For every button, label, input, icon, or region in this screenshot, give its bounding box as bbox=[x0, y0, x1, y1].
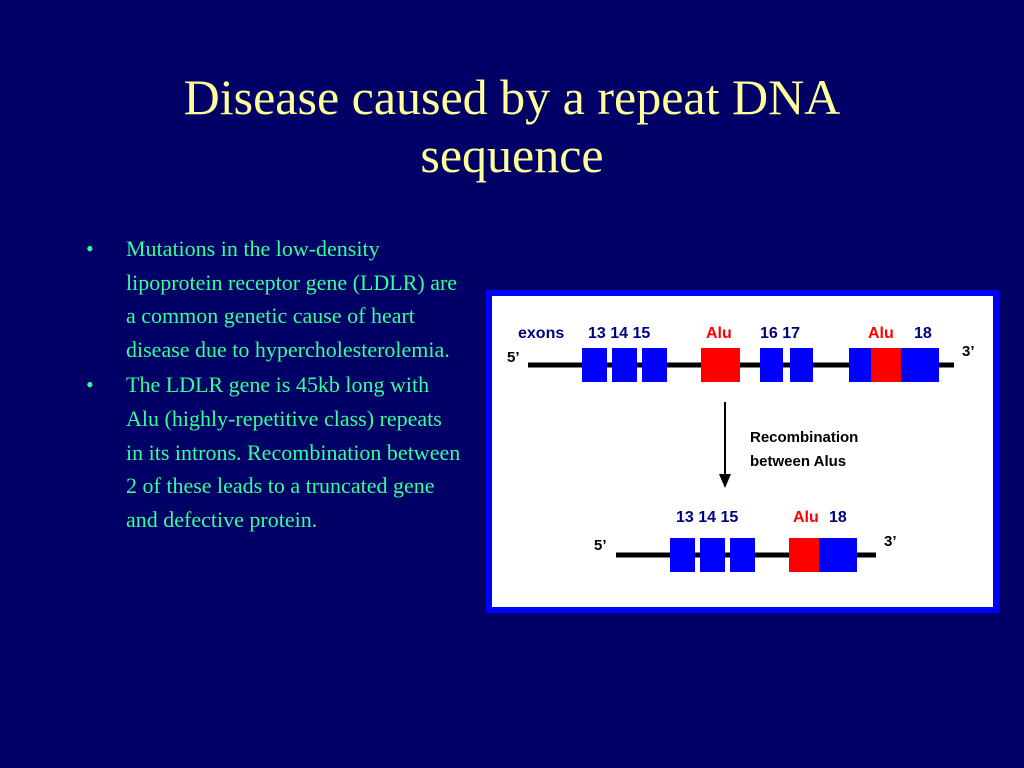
exon-13-box bbox=[582, 348, 607, 382]
exon-13-box-bottom bbox=[670, 538, 695, 572]
slide-title-line-1: Disease caused by a repeat DNA bbox=[183, 69, 841, 125]
exon-18-box bbox=[901, 348, 939, 382]
exon-numbers-13-15-bottom: 13 14 15 bbox=[676, 509, 738, 526]
bullet-marker: • bbox=[86, 372, 94, 398]
figure-canvas: exons 13 14 15 Alu 16 17 Alu 18 5’ 3’ Re… bbox=[492, 296, 993, 607]
alu-box-1 bbox=[701, 348, 740, 382]
ldlr-recombination-diagram: exons 13 14 15 Alu 16 17 Alu 18 5’ 3’ Re… bbox=[507, 325, 975, 572]
exon-number-18-bottom: 18 bbox=[829, 509, 847, 526]
alu-label-1: Alu bbox=[706, 325, 732, 342]
recombination-figure: exons 13 14 15 Alu 16 17 Alu 18 5’ 3’ Re… bbox=[486, 290, 999, 613]
exon-numbers-13-15: 13 14 15 bbox=[588, 325, 650, 342]
slide-title-line-2: sequence bbox=[420, 127, 604, 183]
bullet-list: • Mutations in the low-density lipoprote… bbox=[86, 232, 462, 538]
exon-15-box bbox=[642, 348, 667, 382]
alu-label-2: Alu bbox=[868, 325, 894, 342]
bullet-item-ldlr-gene: • The LDLR gene is 45kb long with Alu (h… bbox=[86, 368, 462, 536]
five-prime-label-top: 5’ bbox=[507, 349, 520, 366]
hybrid-alu-box bbox=[789, 538, 819, 572]
exon-18-box-bottom bbox=[819, 538, 857, 572]
alu-box-2 bbox=[871, 348, 901, 382]
three-prime-label-bottom: 3’ bbox=[884, 533, 897, 550]
down-arrow-icon bbox=[719, 474, 731, 488]
exon-block-left bbox=[849, 348, 871, 382]
exon-17-box bbox=[790, 348, 813, 382]
exons-label: exons bbox=[518, 325, 564, 342]
exon-numbers-16-17: 16 17 bbox=[760, 325, 800, 342]
three-prime-label-top: 3’ bbox=[962, 343, 975, 360]
exon-16-box bbox=[760, 348, 783, 382]
five-prime-label-bottom: 5’ bbox=[594, 537, 607, 554]
exon-number-18: 18 bbox=[914, 325, 932, 342]
bullet-item-ldlr-mutations: • Mutations in the low-density lipoprote… bbox=[86, 232, 462, 366]
recombination-label-line-1: Recombination bbox=[750, 429, 858, 446]
exon-15-box-bottom bbox=[730, 538, 755, 572]
exon-14-box bbox=[612, 348, 637, 382]
recombination-label-line-2: between Alus bbox=[750, 453, 846, 470]
slide-title: Disease caused by a repeat DNA sequence bbox=[60, 68, 964, 184]
bullet-marker: • bbox=[86, 236, 94, 261]
exon-14-box-bottom bbox=[700, 538, 725, 572]
alu-label-bottom: Alu bbox=[793, 509, 819, 526]
bullet-text: The LDLR gene is 45kb long with Alu (hig… bbox=[126, 372, 461, 532]
bullet-text: Mutations in the low-density lipoprotein… bbox=[126, 236, 458, 362]
